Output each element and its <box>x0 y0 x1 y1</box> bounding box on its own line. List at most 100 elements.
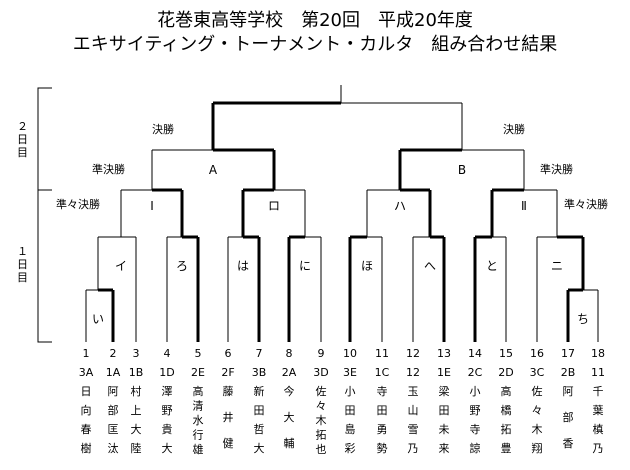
entrant-name-char: 大 <box>254 441 265 455</box>
entrant-name-char: 木 <box>532 423 543 436</box>
entrant-name-char: 行 <box>193 429 204 442</box>
entrant-name-char: 寺 <box>470 423 481 436</box>
entrant-name-char: 也 <box>316 443 327 456</box>
title-line-2: エキサイティング・トーナメント・カルタ 組み合わせ結果 <box>73 34 558 55</box>
round-label-semi-right: 準決勝 <box>540 162 573 176</box>
entrant-name-char: 乃 <box>408 442 419 455</box>
block-label-a: A <box>209 163 218 177</box>
entrant-name-char: 豊 <box>501 442 512 455</box>
entrant-name-char: 勇 <box>377 423 388 436</box>
entrant-number: 4 <box>164 347 171 360</box>
title-line-1: 花巻東高等学校 第20回 平成20年度 <box>157 10 473 31</box>
entrant-name-char: 野 <box>470 404 481 417</box>
entrant-name-char: 野 <box>162 404 173 417</box>
entrant-name-char: 勢 <box>377 441 388 455</box>
entrant-name-char: 小 <box>345 385 356 398</box>
round-label-final-left: 決勝 <box>152 122 174 136</box>
entrant-name-char: 部 <box>108 403 119 417</box>
entrant-name-char: 大 <box>284 410 295 424</box>
entrant-name-char: 日 <box>81 385 92 398</box>
entrant-name-char: 陸 <box>131 442 142 455</box>
entrant-name-char: 諒 <box>470 441 481 455</box>
entrant-name-char: 雄 <box>193 442 204 456</box>
entrant-name-char: 香 <box>563 437 574 450</box>
group-label-2: Ⅱ <box>521 199 527 213</box>
entrant-name-char: 佐 <box>532 384 543 398</box>
entrant-class: 2B <box>561 366 576 379</box>
round-label-semi-left: 準決勝 <box>92 162 125 176</box>
entrant-name-char: 々 <box>532 404 543 417</box>
group-label-ro: ロ <box>268 199 280 213</box>
entrant-number: 10 <box>343 347 357 360</box>
entrant-name-char: 槙 <box>593 422 604 436</box>
entrant-name-char: 新 <box>254 384 265 398</box>
entrant-class: 11 <box>591 366 605 379</box>
entrant-number: 6 <box>225 347 232 360</box>
entrant-class: 3B <box>252 366 267 379</box>
entrant-name-char: 清 <box>193 400 204 413</box>
round-label-quarter-left: 準々決勝 <box>56 197 100 211</box>
entrant-name-char: 小 <box>470 385 481 398</box>
entrant-name-char: 哲 <box>254 423 265 436</box>
entrant-name-char: 来 <box>439 442 450 455</box>
entrant-name-char: 高 <box>501 384 512 398</box>
entrant-list: 13A日向春樹21A阿部匡汰31B村上大陸41D澤野貴大52E高清水行雄62F藤… <box>79 347 605 456</box>
entrant-name-char: 水 <box>193 414 204 427</box>
entrant-name-char: 葉 <box>593 403 604 417</box>
entrant-name-char: 村 <box>131 384 142 398</box>
entrant-name-char: 田 <box>345 404 356 417</box>
group-label-ha: ハ <box>394 199 406 213</box>
entrant-class: 2A <box>282 366 297 379</box>
entrant-name-char: 雪 <box>408 423 419 436</box>
entrant-name-char: 梁 <box>439 384 450 398</box>
entrant-name-char: 拓 <box>501 422 512 436</box>
entrant-name-char: 樹 <box>81 442 92 455</box>
entrant-name-char: 輔 <box>284 437 295 450</box>
entrant-class: 1C <box>375 366 390 379</box>
entrant-class: 1B <box>129 366 144 379</box>
entrant-class: 1D <box>159 366 174 379</box>
entrant-number: 16 <box>530 347 544 360</box>
day-label-1: １日目 <box>16 246 29 285</box>
match-label-he: へ <box>424 259 436 273</box>
entrant-name-char: 春 <box>81 423 92 436</box>
entrant-name-char: 田 <box>439 404 450 417</box>
entrant-number: 8 <box>286 347 293 360</box>
day-bracket <box>37 87 52 343</box>
round-label-final-right: 決勝 <box>503 122 525 136</box>
entrant-name-char: 彩 <box>345 442 356 455</box>
entrant-number: 15 <box>499 347 513 360</box>
entrant-number: 14 <box>468 347 482 360</box>
prelim-label-chi: ち <box>577 312 589 326</box>
entrant-class: 3C <box>530 366 545 379</box>
entrant-number: 12 <box>406 347 420 360</box>
round-label-quarter-right: 準々決勝 <box>564 197 608 211</box>
entrant-name-char: 貴 <box>162 422 173 436</box>
entrant-name-char: 翔 <box>532 441 543 455</box>
entrant-name-char: 健 <box>223 437 234 450</box>
entrant-name-char: 山 <box>408 404 419 417</box>
entrant-name-char: 島 <box>345 422 356 436</box>
group-label-1: Ⅰ <box>150 199 154 213</box>
entrant-name-char: 田 <box>377 404 388 417</box>
entrant-name-char: 向 <box>81 403 92 417</box>
entrant-class: 3D <box>313 366 328 379</box>
entrant-number: 5 <box>195 347 202 360</box>
entrant-name-char: 高 <box>193 384 204 398</box>
entrant-name-char: 藤 <box>223 385 234 398</box>
